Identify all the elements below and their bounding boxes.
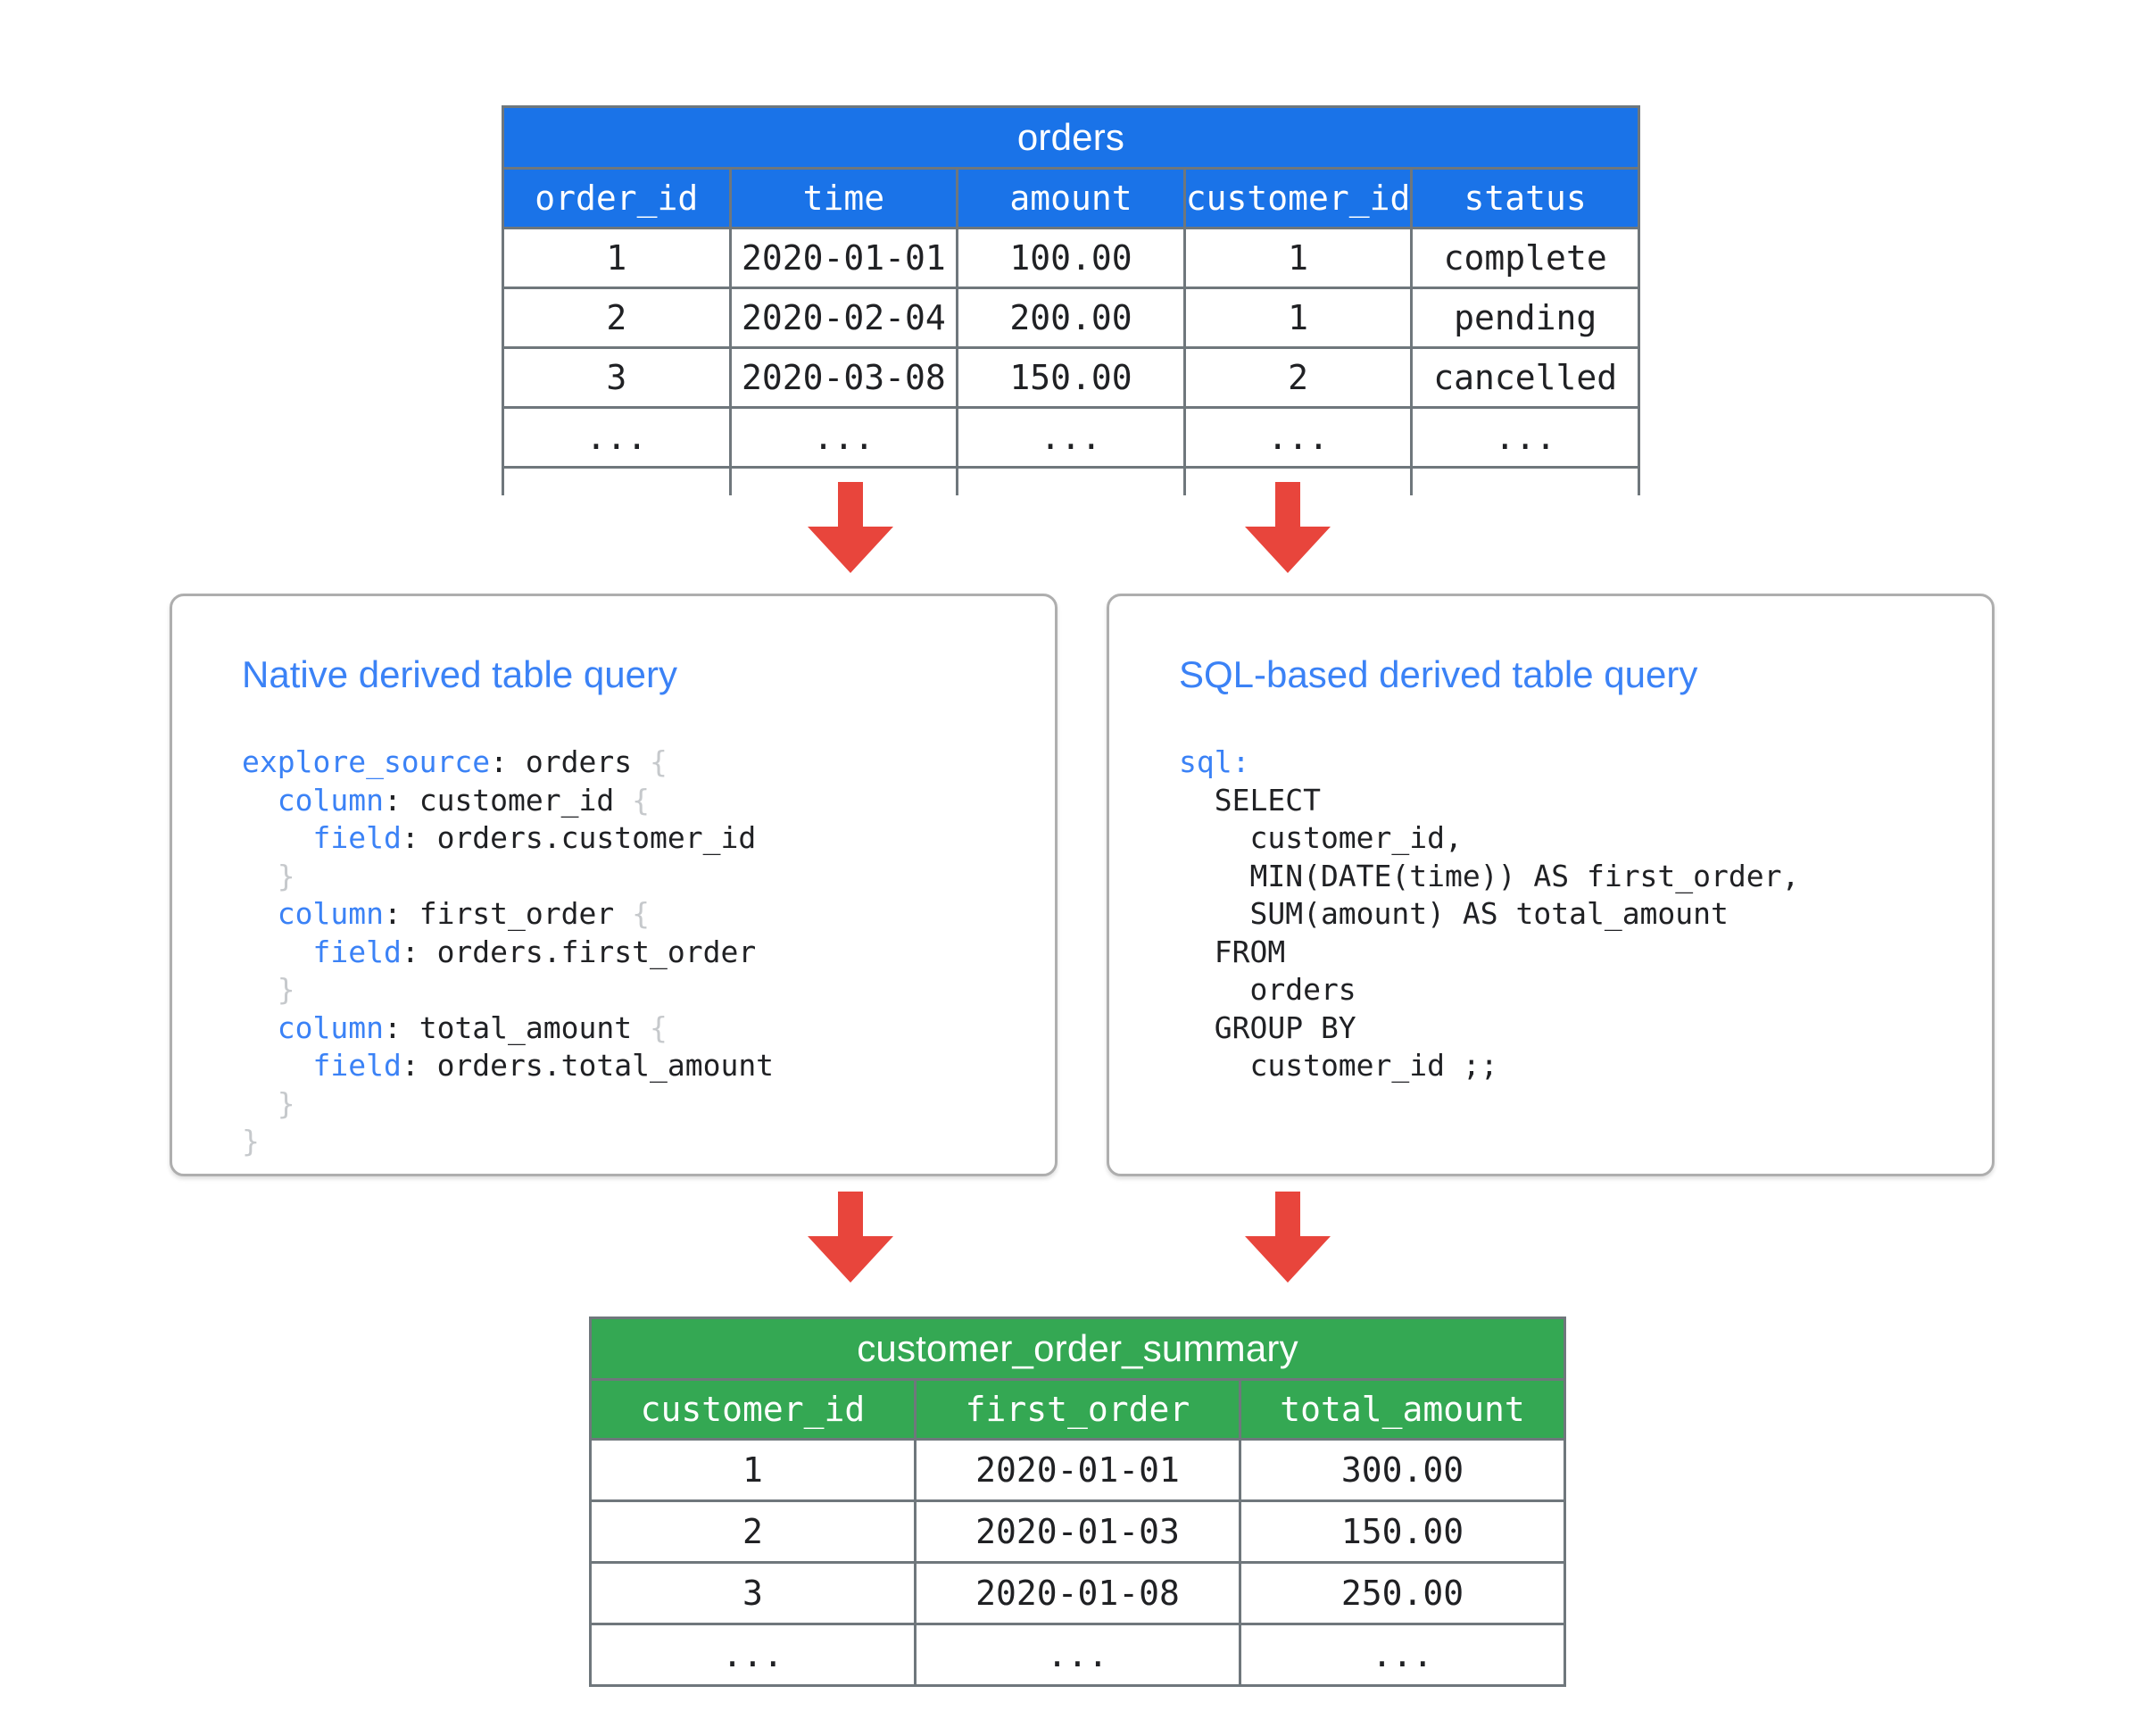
summary-table-ellipsis-row: ... ... ... xyxy=(589,1623,1566,1687)
orders-cell-ellipsis: ... xyxy=(1182,406,1414,469)
arrow-shaft xyxy=(838,482,863,534)
summary-cell-customer-id: 3 xyxy=(589,1561,917,1625)
orders-cell-ellipsis: ... xyxy=(502,406,732,469)
native-derived-table-code: explore_source: orders { column: custome… xyxy=(242,744,775,1159)
summary-cell-ellipsis: ... xyxy=(1239,1623,1566,1687)
summary-column-header-total-amount: total_amount xyxy=(1239,1378,1566,1441)
orders-clipped-cell xyxy=(728,466,959,495)
summary-cell-ellipsis: ... xyxy=(589,1623,917,1687)
orders-table-body: orders order_id time amount customer_id … xyxy=(502,105,1640,495)
sql-derived-table-code: sql: SELECT customer_id, MIN(DATE(time))… xyxy=(1179,744,1800,1083)
summary-column-header-first-order: first_order xyxy=(914,1378,1241,1441)
arrow-down-icon-sql-to-summary xyxy=(1245,1192,1331,1283)
orders-table-row: 3 2020-03-08 150.00 2 cancelled xyxy=(502,346,1640,409)
summary-table-header-row: customer_id first_order total_amount xyxy=(589,1378,1566,1441)
summary-table-name: customer_order_summary xyxy=(589,1317,1566,1381)
summary-cell-ellipsis: ... xyxy=(914,1623,1241,1687)
orders-table-title-row: orders xyxy=(502,105,1640,170)
summary-column-header-customer-id: customer_id xyxy=(589,1378,917,1441)
native-derived-table-panel: Native derived table query explore_sourc… xyxy=(170,594,1058,1176)
orders-cell-status: pending xyxy=(1410,287,1640,349)
customer-order-summary-table: customer_order_summary customer_id first… xyxy=(589,1317,1566,1687)
orders-clipped-cell xyxy=(502,466,732,495)
orders-cell-ellipsis: ... xyxy=(956,406,1186,469)
orders-cell-order-id: 1 xyxy=(502,227,732,289)
arrow-head xyxy=(808,1236,893,1283)
orders-cell-status: complete xyxy=(1410,227,1640,289)
orders-column-header-customer-id: customer_id xyxy=(1182,167,1414,229)
summary-cell-first-order: 2020-01-08 xyxy=(914,1561,1241,1625)
orders-column-header-time: time xyxy=(728,167,959,229)
arrow-down-icon-orders-to-sql xyxy=(1245,482,1331,573)
orders-table-row: 1 2020-01-01 100.00 1 complete xyxy=(502,227,1640,289)
arrow-shaft xyxy=(1275,1192,1300,1243)
native-panel-title: Native derived table query xyxy=(242,653,677,695)
orders-clipped-cell xyxy=(1410,466,1640,495)
orders-cell-time: 2020-03-08 xyxy=(728,346,959,409)
summary-cell-customer-id: 2 xyxy=(589,1499,917,1564)
orders-table-row: 2 2020-02-04 200.00 1 pending xyxy=(502,287,1640,349)
summary-cell-total-amount: 300.00 xyxy=(1239,1438,1566,1502)
summary-cell-total-amount: 250.00 xyxy=(1239,1561,1566,1625)
summary-table-body: customer_order_summary customer_id first… xyxy=(589,1317,1566,1687)
sql-panel-title: SQL-based derived table query xyxy=(1179,653,1698,695)
orders-table-name: orders xyxy=(502,105,1640,170)
summary-table-row: 1 2020-01-01 300.00 xyxy=(589,1438,1566,1502)
orders-cell-customer-id: 2 xyxy=(1182,346,1414,409)
orders-clipped-cell xyxy=(956,466,1186,495)
summary-table-row: 3 2020-01-08 250.00 xyxy=(589,1561,1566,1625)
summary-table-title-row: customer_order_summary xyxy=(589,1317,1566,1381)
arrow-head xyxy=(1245,527,1331,573)
orders-cell-customer-id: 1 xyxy=(1182,227,1414,289)
orders-table: orders order_id time amount customer_id … xyxy=(502,105,1640,495)
orders-table-header-row: order_id time amount customer_id status xyxy=(502,167,1640,229)
arrow-head xyxy=(808,527,893,573)
summary-cell-total-amount: 150.00 xyxy=(1239,1499,1566,1564)
orders-cell-time: 2020-01-01 xyxy=(728,227,959,289)
orders-cell-amount: 150.00 xyxy=(956,346,1186,409)
orders-cell-order-id: 2 xyxy=(502,287,732,349)
orders-cell-amount: 100.00 xyxy=(956,227,1186,289)
orders-cell-ellipsis: ... xyxy=(1410,406,1640,469)
orders-cell-amount: 200.00 xyxy=(956,287,1186,349)
arrow-down-icon-native-to-summary xyxy=(808,1192,893,1283)
orders-cell-order-id: 3 xyxy=(502,346,732,409)
arrow-shaft xyxy=(838,1192,863,1243)
summary-table-row: 2 2020-01-03 150.00 xyxy=(589,1499,1566,1564)
summary-cell-first-order: 2020-01-03 xyxy=(914,1499,1241,1564)
sql-derived-table-panel: SQL-based derived table query sql: SELEC… xyxy=(1107,594,1995,1176)
orders-column-header-order-id: order_id xyxy=(502,167,732,229)
orders-table-ellipsis-row: ... ... ... ... ... xyxy=(502,406,1640,469)
arrow-down-icon-orders-to-native xyxy=(808,482,893,573)
orders-column-header-amount: amount xyxy=(956,167,1186,229)
arrow-head xyxy=(1245,1236,1331,1283)
orders-cell-ellipsis: ... xyxy=(728,406,959,469)
arrow-shaft xyxy=(1275,482,1300,534)
orders-table-clipped-row xyxy=(502,466,1640,495)
summary-cell-first-order: 2020-01-01 xyxy=(914,1438,1241,1502)
summary-cell-customer-id: 1 xyxy=(589,1438,917,1502)
orders-column-header-status: status xyxy=(1410,167,1640,229)
orders-cell-customer-id: 1 xyxy=(1182,287,1414,349)
orders-cell-status: cancelled xyxy=(1410,346,1640,409)
orders-cell-time: 2020-02-04 xyxy=(728,287,959,349)
